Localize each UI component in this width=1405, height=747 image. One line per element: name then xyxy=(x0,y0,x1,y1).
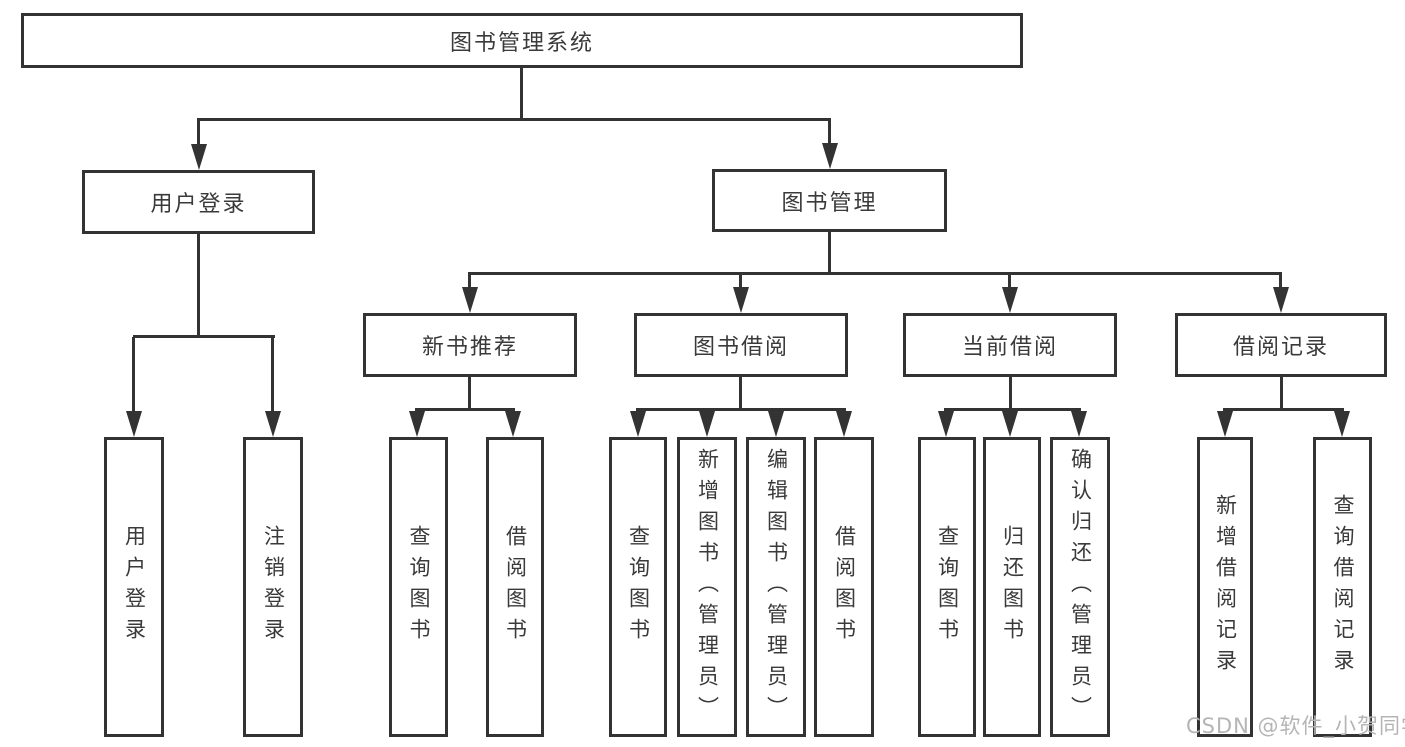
arrow-down-icon xyxy=(462,287,478,313)
node-book-borrowing: 图书借阅 xyxy=(634,313,848,377)
connector-vline xyxy=(132,337,135,413)
connector-vline xyxy=(271,337,274,413)
connector-hline xyxy=(415,408,515,411)
leaf-query-books-current: 查询图书 xyxy=(918,437,976,737)
node-borrowing-records: 借阅记录 xyxy=(1175,313,1387,377)
arrow-down-icon xyxy=(630,411,646,437)
arrow-down-icon xyxy=(409,411,425,437)
arrow-down-icon xyxy=(1002,411,1018,437)
connector-vline xyxy=(1009,377,1012,410)
node-new-book-recommend: 新书推荐 xyxy=(363,313,577,377)
connector-hline xyxy=(1223,408,1344,411)
connector-hline xyxy=(636,408,846,411)
leaf-user-login: 用户登录 xyxy=(104,437,164,737)
leaf-edit-book-admin: 编辑图书（管理员） xyxy=(746,437,806,737)
connector-hline xyxy=(468,272,1282,275)
arrow-down-icon xyxy=(836,411,852,437)
arrow-down-icon xyxy=(699,411,715,437)
leaf-query-borrow-record: 查询借阅记录 xyxy=(1313,437,1372,737)
connector-vline xyxy=(739,274,742,290)
leaf-return-books: 归还图书 xyxy=(983,437,1041,737)
node-book-management: 图书管理 xyxy=(712,169,947,232)
leaf-query-books-borrowing: 查询图书 xyxy=(609,437,667,737)
arrow-down-icon xyxy=(126,411,142,437)
leaf-add-borrow-record: 新增借阅记录 xyxy=(1197,437,1253,737)
connector-vline xyxy=(828,232,831,274)
arrow-down-icon xyxy=(505,411,521,437)
connector-vline xyxy=(828,120,831,148)
connector-vline xyxy=(1279,274,1282,290)
connector-vline xyxy=(520,68,523,120)
leaf-query-books-recommend: 查询图书 xyxy=(389,437,448,737)
arrow-down-icon xyxy=(1217,411,1233,437)
arrow-down-icon xyxy=(1334,411,1350,437)
arrow-down-icon xyxy=(733,287,749,313)
arrow-down-icon xyxy=(768,411,784,437)
connector-vline xyxy=(1280,377,1283,410)
node-user-login: 用户登录 xyxy=(82,170,315,234)
connector-vline xyxy=(468,274,471,290)
arrow-down-icon xyxy=(822,143,838,169)
leaf-borrow-books-borrowing: 借阅图书 xyxy=(814,437,874,737)
connector-hline xyxy=(944,408,1081,411)
leaf-add-book-admin: 新增图书（管理员） xyxy=(677,437,737,737)
leaf-logout: 注销登录 xyxy=(243,437,303,737)
node-current-borrowing: 当前借阅 xyxy=(903,313,1117,377)
node-root: 图书管理系统 xyxy=(21,13,1023,68)
watermark-text: CSDN @软件_小贺同学 xyxy=(1186,714,1405,738)
connector-vline xyxy=(468,377,471,410)
arrow-down-icon xyxy=(265,411,281,437)
connector-vline xyxy=(197,120,200,148)
leaf-confirm-return-admin: 确认归还（管理员） xyxy=(1050,437,1110,737)
arrow-down-icon xyxy=(191,144,207,170)
leaf-borrow-books-recommend: 借阅图书 xyxy=(486,437,544,737)
arrow-down-icon xyxy=(1071,411,1087,437)
connector-hline xyxy=(197,118,831,121)
arrow-down-icon xyxy=(938,411,954,437)
connector-hline xyxy=(133,335,275,338)
connector-vline xyxy=(1008,274,1011,290)
arrow-down-icon xyxy=(1273,287,1289,313)
connector-vline xyxy=(739,377,742,410)
connector-vline xyxy=(197,234,200,337)
arrow-down-icon xyxy=(1002,287,1018,313)
